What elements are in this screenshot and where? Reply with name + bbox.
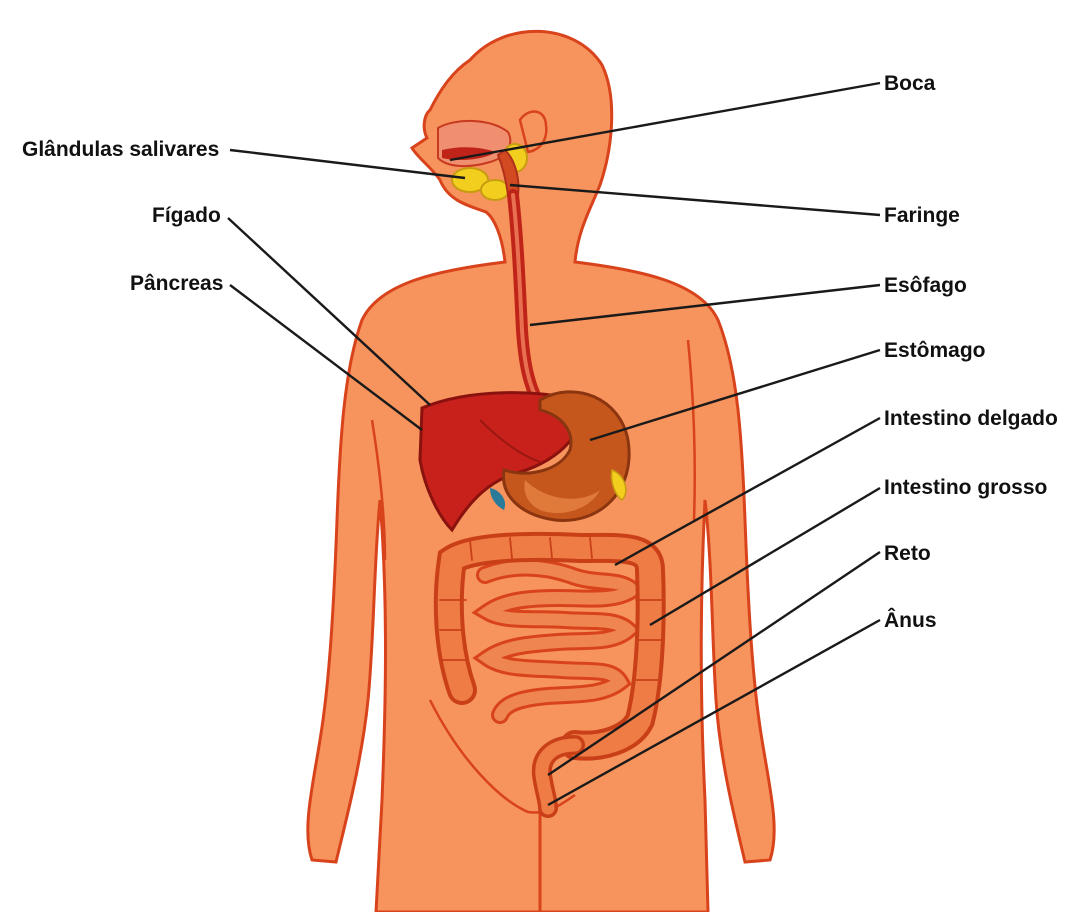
label-glandulas-salivares: Glândulas salivares [22,138,219,161]
label-estomago: Estômago [884,339,986,362]
label-intestino-grosso: Intestino grosso [884,476,1047,499]
label-pancreas: Pâncreas [130,272,223,295]
label-intestino-delgado: Intestino delgado [884,407,1058,430]
label-anus: Ânus [884,608,937,632]
label-faringe: Faringe [884,204,960,227]
label-boca: Boca [884,72,936,95]
label-esofago: Esôfago [884,274,967,297]
label-reto: Reto [884,542,931,565]
label-figado: Fígado [152,204,221,227]
